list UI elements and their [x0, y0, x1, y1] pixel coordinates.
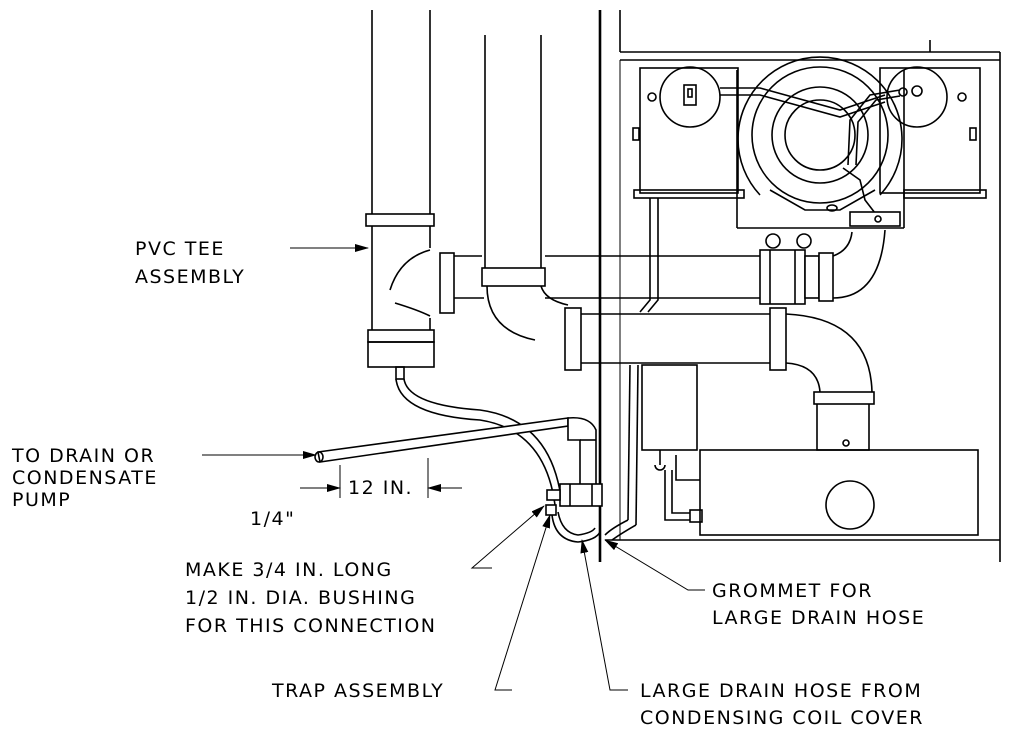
bushing-label-line3: FOR THIS CONNECTION: [185, 615, 437, 637]
dim-quarter-inch-label: 1/4": [250, 508, 295, 530]
inner-hose: [604, 198, 659, 541]
dim-twelve-inch-label: 12 IN.: [348, 477, 413, 499]
vertical-exhaust-pipe: [481, 35, 569, 341]
vertical-intake-pipe: [365, 10, 435, 368]
to-drain-label-line1: TO DRAIN OR: [11, 445, 155, 467]
to-drain-label-line3: PUMP: [12, 489, 71, 511]
bushing-label-line1: MAKE 3/4 IN. LONG: [185, 559, 393, 581]
large-hose-label-line1: LARGE DRAIN HOSE FROM: [640, 680, 922, 702]
pvc-tee-label-line1: PVC TEE: [135, 238, 225, 260]
inducer-assembly: [632, 56, 987, 229]
furnace-cabinet: [598, 10, 1001, 562]
grommet-label-line1: GROMMET FOR: [712, 580, 873, 602]
grommet-label-line2: LARGE DRAIN HOSE: [712, 607, 925, 629]
collector-box: [641, 364, 979, 536]
bushing-label-line2: 1/2 IN. DIA. BUSHING: [185, 587, 416, 609]
drain-hoses: [314, 366, 603, 543]
trap-assembly-label: TRAP ASSEMBLY: [271, 680, 444, 702]
leader-lines: [202, 244, 705, 691]
horizontal-pipe-upper: [439, 229, 886, 314]
dimension-lines: [300, 458, 462, 498]
pvc-tee-label-line2: ASSEMBLY: [135, 266, 245, 288]
to-drain-label-line2: CONDENSATE: [12, 467, 158, 489]
large-hose-label-line2: CONDENSING COIL COVER: [640, 707, 924, 729]
horizontal-pipe-lower: [564, 307, 875, 405]
